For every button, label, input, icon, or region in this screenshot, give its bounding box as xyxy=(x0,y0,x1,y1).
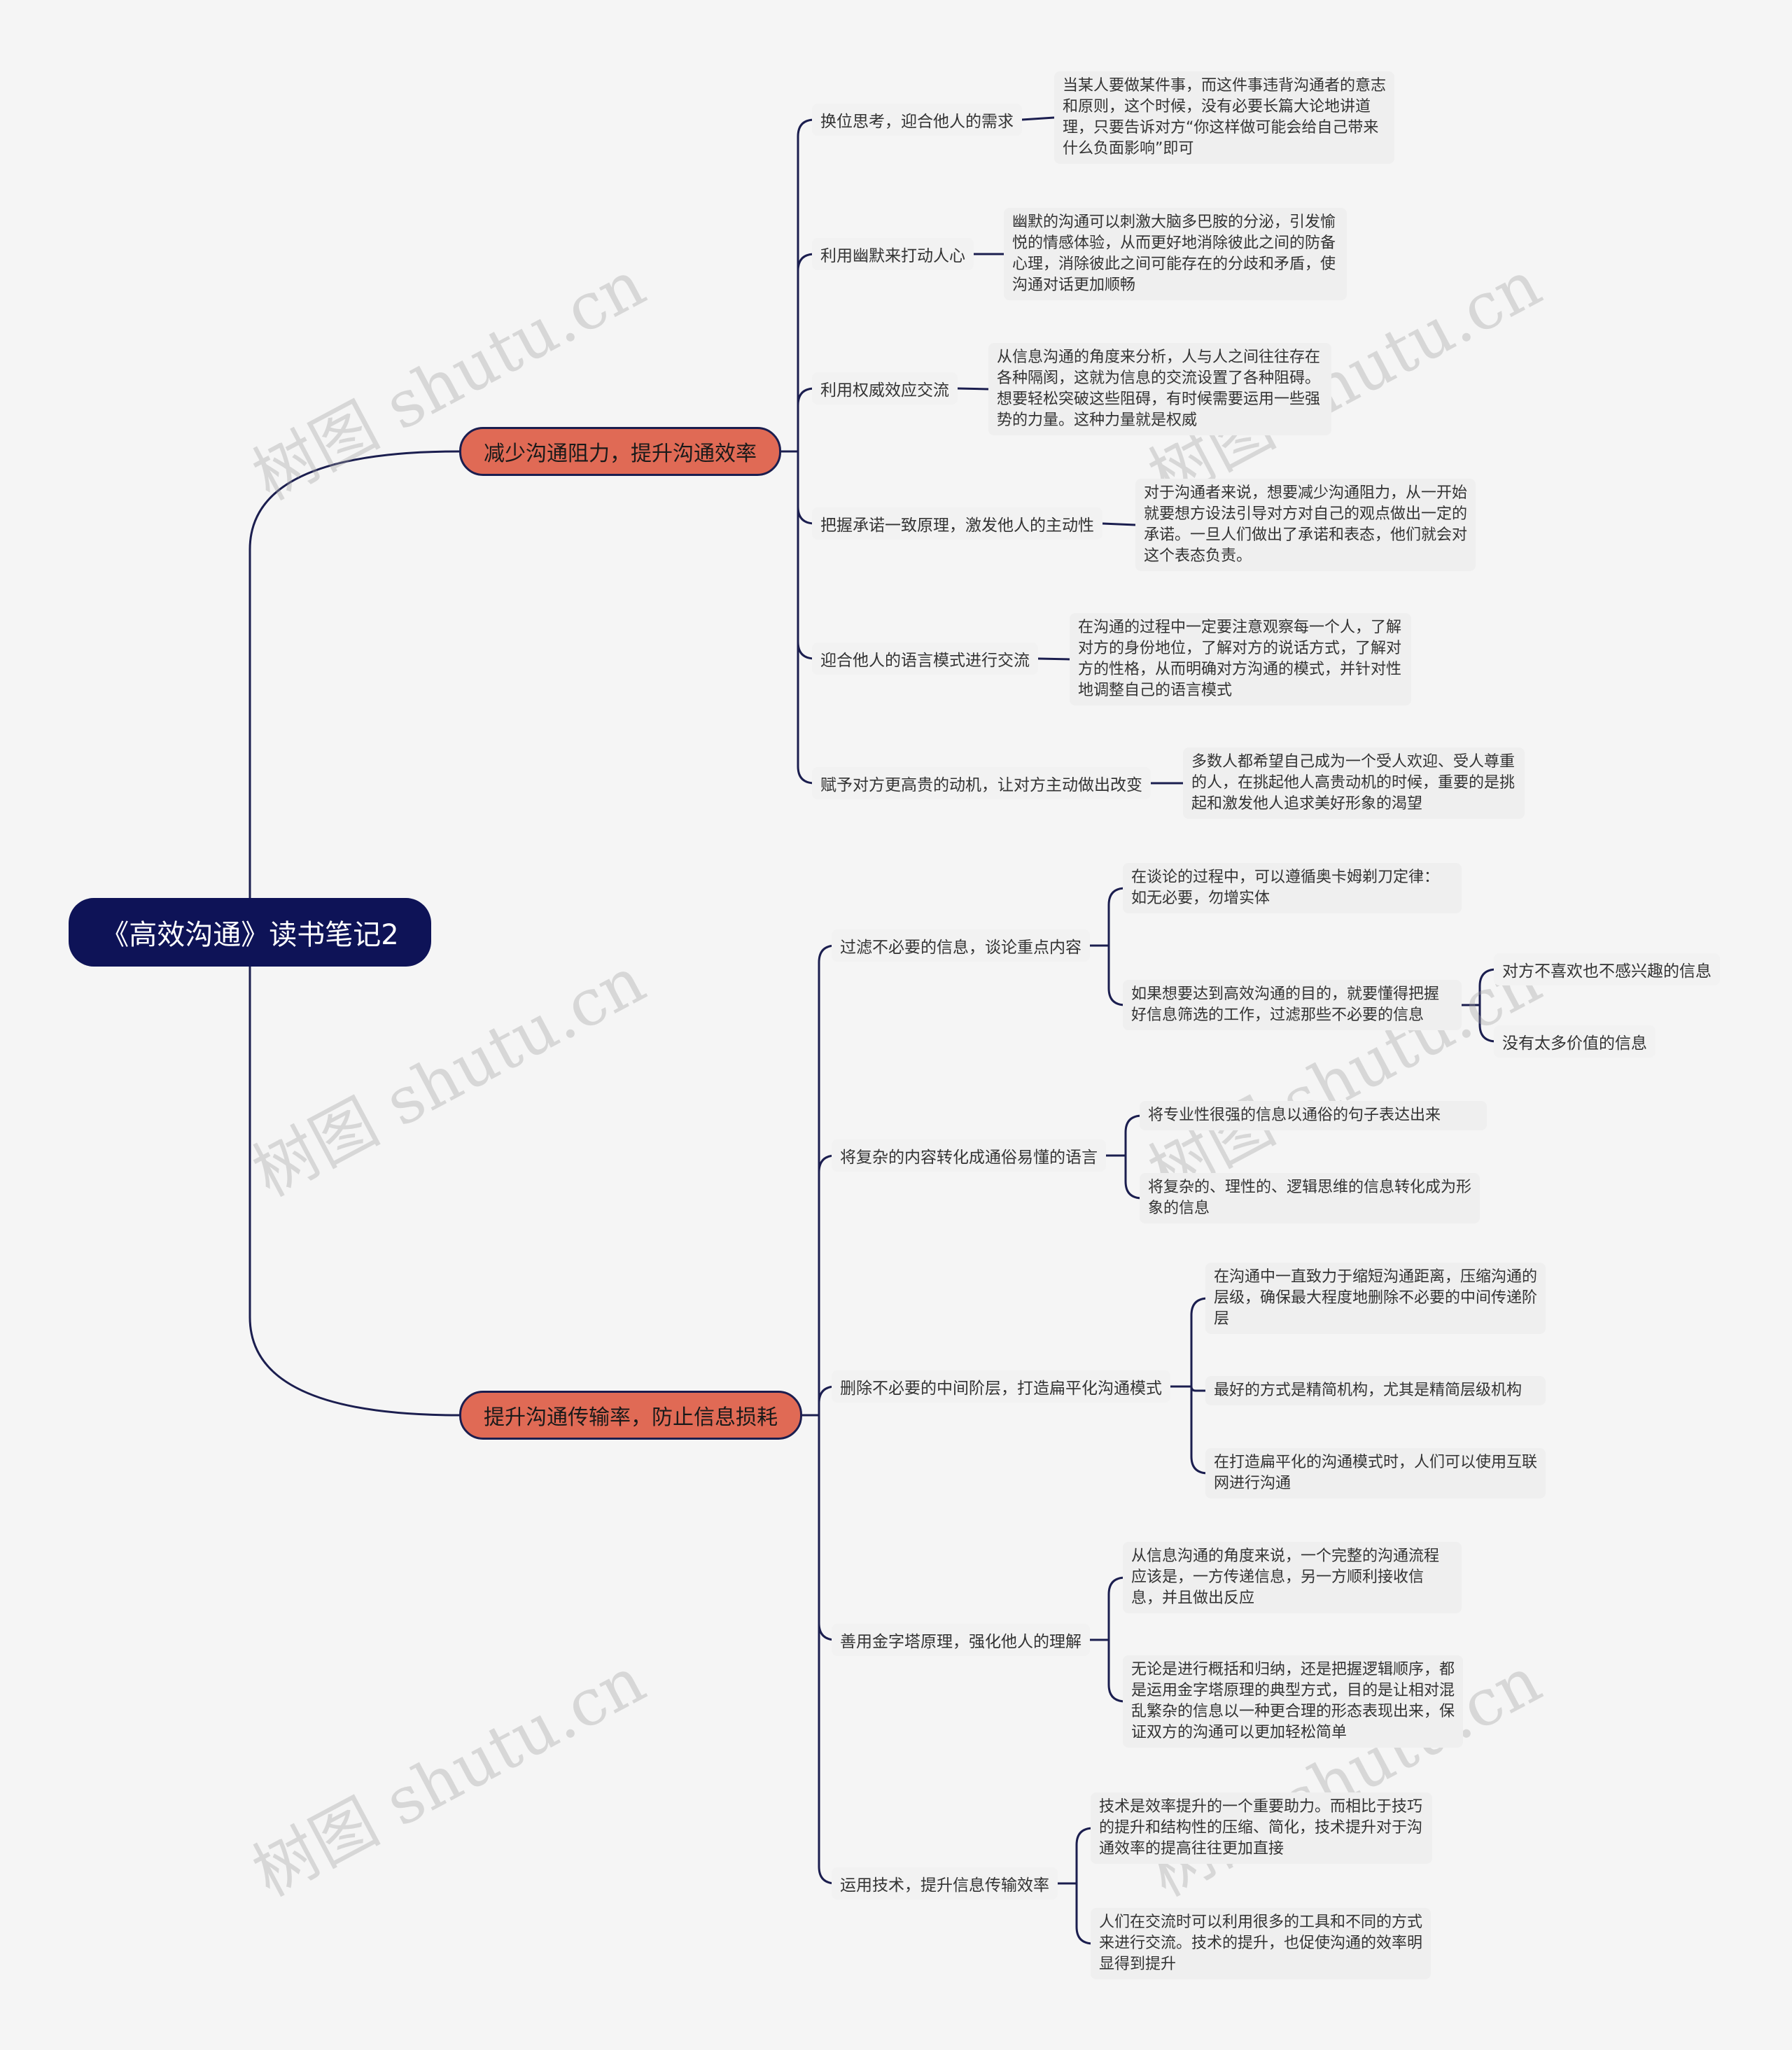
item-uninteresting-info[interactable]: 对方不喜欢也不感兴趣的信息 xyxy=(1494,953,1720,985)
note-language-mode[interactable]: 在沟通的过程中一定要注意观察每一个人，了解对方的身份地位，了解对方的说话方式，了… xyxy=(1070,613,1411,705)
note-empathy[interactable]: 当某人要做某件事，而这件事违背沟通者的意志和原则，这个时候，没有必要长篇大论地讲… xyxy=(1054,71,1394,164)
topic-simplify-language[interactable]: 将复杂的内容转化成通俗易懂的语言 xyxy=(832,1139,1106,1172)
note-occam[interactable]: 在谈论的过程中，可以遵循奥卡姆剃刀定律：如无必要，勿增实体 xyxy=(1123,863,1462,913)
connector-branch-topic xyxy=(818,944,836,1415)
note-tech-boost[interactable]: 技术是效率提升的一个重要助力。而相比于技巧的提升和结构性的压缩、简化，技术提升对… xyxy=(1091,1792,1432,1864)
note-commitment[interactable]: 对于沟通者来说，想要减少沟通阻力，从一开始就要想方设法引导对方对自己的观点做出一… xyxy=(1135,479,1476,571)
topic-filter-info[interactable]: 过滤不必要的信息，谈论重点内容 xyxy=(832,929,1090,962)
connector-topic-note xyxy=(1190,1386,1205,1392)
connector-root-branch xyxy=(248,450,460,898)
topic-flat-structure[interactable]: 删除不必要的中间阶层，打造扁平化沟通模式 xyxy=(832,1370,1170,1403)
note-communication-flow[interactable]: 从信息沟通的角度来说，一个完整的沟通流程应该是，一方传递信息，另一方顺利接收信息… xyxy=(1123,1542,1462,1613)
note-noble-motive[interactable]: 多数人都希望自己成为一个受人欢迎、受人尊重的人，在挑起他人高贵动机的时候，重要的… xyxy=(1183,747,1525,819)
note-filter-work[interactable]: 如果想要达到高效沟通的目的，就要懂得把握好信息筛选的工作，过滤那些不必要的信息 xyxy=(1123,980,1462,1030)
topic-humor[interactable]: 利用幽默来打动人心 xyxy=(812,238,974,270)
note-humor[interactable]: 幽默的沟通可以刺激大脑多巴胺的分泌，引发愉悦的情感体验，从而更好地消除彼此之间的… xyxy=(1004,208,1347,300)
topic-authority[interactable]: 利用权威效应交流 xyxy=(812,372,958,405)
note-shorten-distance[interactable]: 在沟通中一直致力于缩短沟通距离，压缩沟通的层级，确保最大程度地删除不必要的中间传… xyxy=(1205,1263,1546,1334)
connector-branch-topic xyxy=(797,451,816,785)
connector-topic-note xyxy=(957,387,989,391)
topic-commitment[interactable]: 把握承诺一致原理，激发他人的主动性 xyxy=(812,507,1102,540)
note-streamline-org[interactable]: 最好的方式是精简机构，尤其是精简层级机构 xyxy=(1205,1376,1546,1405)
connector-root-branch xyxy=(248,967,460,1417)
connector-branch-topic xyxy=(797,253,816,451)
note-authority[interactable]: 从信息沟通的角度来分析，人与人之间往往存在各种隔阂，这就为信息的交流设置了各种阻… xyxy=(988,343,1331,435)
note-tools[interactable]: 人们在交流时可以利用很多的工具和不同的方式来进行交流。技术的提升，也促使沟通的效… xyxy=(1091,1908,1431,1979)
connector-topic-note xyxy=(1102,522,1136,526)
topic-language-mode[interactable]: 迎合他人的语言模式进行交流 xyxy=(812,643,1038,675)
note-internet[interactable]: 在打造扁平化的沟通模式时，人们可以使用互联网进行沟通 xyxy=(1205,1448,1546,1498)
connector-branch-topic xyxy=(797,451,816,660)
topic-empathy[interactable]: 换位思考，迎合他人的需求 xyxy=(812,104,1022,136)
topic-technology[interactable]: 运用技术，提升信息传输效率 xyxy=(832,1867,1058,1900)
branch-transmission-rate[interactable]: 提升沟通传输率，防止信息损耗 xyxy=(459,1391,802,1440)
topic-noble-motive[interactable]: 赋予对方更高贵的动机，让对方主动做出改变 xyxy=(812,767,1151,799)
item-low-value-info[interactable]: 没有太多价值的信息 xyxy=(1494,1025,1656,1058)
root-topic[interactable]: 《高效沟通》读书笔记2 xyxy=(69,898,431,967)
note-plain-sentences[interactable]: 将专业性很强的信息以通俗的句子表达出来 xyxy=(1140,1101,1487,1130)
connector-topic-note xyxy=(1021,116,1055,121)
note-pyramid-method[interactable]: 无论是进行概括和归纳，还是把握逻辑顺序，都是运用金字塔原理的典型方式，目的是让相… xyxy=(1123,1655,1463,1748)
topic-pyramid[interactable]: 善用金字塔原理，强化他人的理解 xyxy=(832,1624,1090,1656)
note-visual-info[interactable]: 将复杂的、理性的、逻辑思维的信息转化成为形象的信息 xyxy=(1140,1173,1480,1223)
connector-branch-topic xyxy=(818,1415,836,1641)
branch-reduce-resistance[interactable]: 减少沟通阻力，提升沟通效率 xyxy=(459,427,781,476)
